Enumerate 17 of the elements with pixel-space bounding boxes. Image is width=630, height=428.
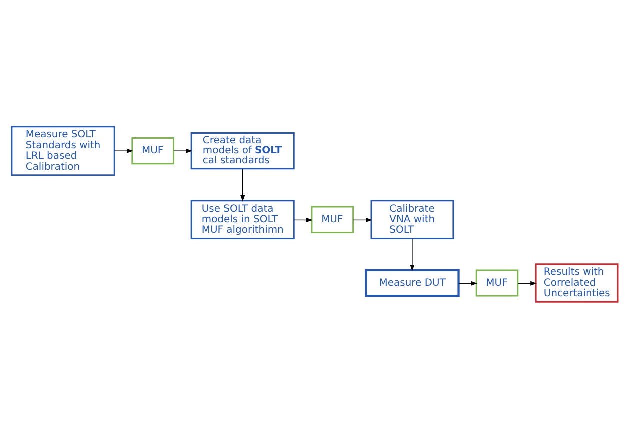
node-box: Use SOLT data models in SOLT MUF algorithimn [190, 200, 295, 239]
node-box: Measure DUT [365, 268, 460, 297]
arrow [114, 148, 134, 153]
arrow [240, 168, 246, 202]
node-box: MUF [311, 206, 354, 233]
node-box: Results with Correlated Uncertainties [535, 263, 619, 302]
arrow [353, 217, 372, 222]
arrow [294, 217, 313, 222]
arrow [174, 148, 193, 153]
node-box: Create data models of SOLT cal standards [190, 132, 295, 170]
arrow [518, 280, 538, 286]
node-box: Measure SOLT Standards with LRL based Calibration [11, 126, 116, 176]
node-box: MUF [132, 137, 174, 164]
node-box: MUF [476, 269, 519, 296]
node-box: Calibrate VNA with SOLT [370, 200, 454, 239]
arrow [458, 280, 478, 286]
arrow [410, 238, 415, 271]
